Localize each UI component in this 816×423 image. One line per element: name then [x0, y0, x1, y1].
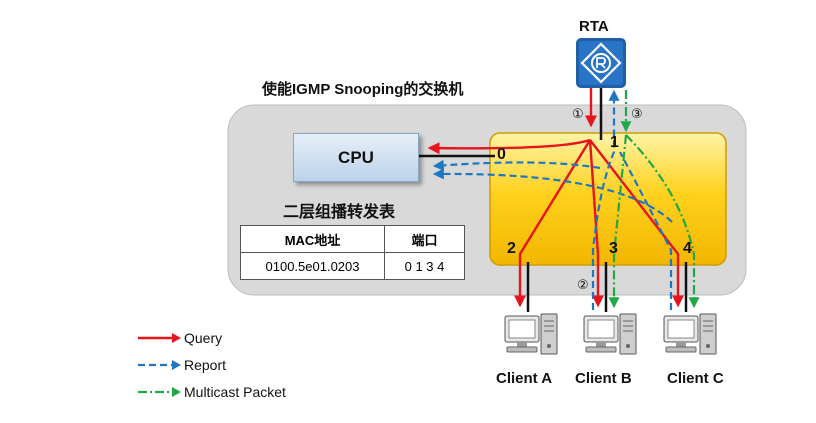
- report-to-cpu-1: [432, 159, 601, 171]
- router-icon: [576, 38, 626, 88]
- forwarding-table-title: 二层组播转发表: [283, 204, 396, 221]
- client-c-label: Client C: [667, 370, 724, 387]
- legend-label-query: Query: [184, 330, 223, 346]
- computer-icon-client-b: [583, 313, 637, 355]
- cpu-label: CPU: [338, 147, 374, 167]
- legend-item-report: Report: [136, 355, 226, 375]
- query-to-client-a: [514, 139, 592, 308]
- query-to-client-b: [588, 139, 604, 308]
- router-label: RTA: [579, 18, 609, 35]
- port-label-2: 2: [507, 240, 516, 257]
- report-client-c-up: [619, 151, 673, 310]
- client-b-label: Client B: [575, 370, 632, 387]
- computer-icon-client-a: [504, 313, 558, 355]
- legend-item-query: Query: [136, 328, 222, 348]
- legend-item-multicast: Multicast Packet: [136, 382, 286, 402]
- report-to-cpu-2: [432, 168, 673, 223]
- header-port: 端口: [384, 225, 465, 253]
- header-mac: MAC地址: [240, 225, 385, 253]
- legend-swatch-multicast: [138, 387, 181, 397]
- report-client-b-up: [591, 89, 620, 310]
- step-marker-3: ③: [631, 106, 643, 121]
- legend-swatch-report: [138, 360, 181, 370]
- legend-swatch-query: [138, 333, 181, 343]
- switch-title: 使能IGMP Snooping的交换机: [262, 81, 464, 98]
- computer-icon-client-c: [663, 313, 717, 355]
- table-row: 0100.5e01.0203 0 1 3 4: [240, 252, 465, 280]
- query-flows: [427, 88, 684, 308]
- report-flows: [432, 89, 673, 310]
- cpu-box: CPU: [293, 133, 419, 182]
- legend-label-report: Report: [184, 357, 227, 373]
- port-label-1: 1: [610, 134, 619, 151]
- multicast-to-client-b: [608, 134, 628, 309]
- query-to-client-c: [589, 139, 684, 308]
- port-label-3: 3: [609, 240, 618, 257]
- client-a-label: Client A: [496, 370, 553, 387]
- cell-mac: 0100.5e01.0203: [240, 252, 385, 280]
- legend-label-multicast: Multicast Packet: [184, 384, 286, 400]
- port-label-4: 4: [683, 240, 692, 257]
- multicast-to-client-c: [625, 134, 700, 309]
- step-marker-2: ②: [577, 277, 589, 292]
- switch-body: [489, 132, 727, 266]
- forwarding-table: MAC地址 端口 0100.5e01.0203 0 1 3 4: [240, 225, 465, 280]
- multicast-flows: [608, 90, 700, 309]
- query-to-cpu: [427, 138, 591, 155]
- port-label-0: 0: [497, 146, 506, 163]
- cell-ports: 0 1 3 4: [384, 252, 465, 280]
- table-header-row: MAC地址 端口: [240, 225, 465, 253]
- step-marker-1: ①: [572, 106, 584, 121]
